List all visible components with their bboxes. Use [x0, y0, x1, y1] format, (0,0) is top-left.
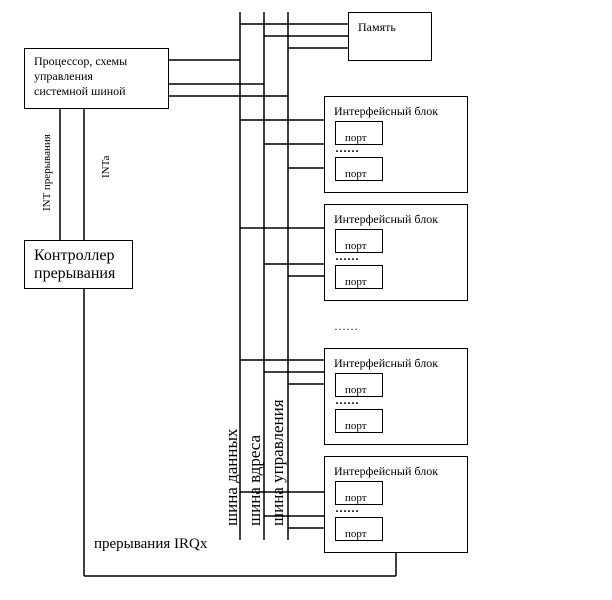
interface-block: Интерфейсный блок порт …… порт [324, 204, 468, 301]
port-box: порт [335, 265, 383, 289]
port-box: порт [335, 517, 383, 541]
port-box: порт [335, 409, 383, 433]
port-box: порт [335, 481, 383, 505]
interface-block: Интерфейсный блок порт …… порт [324, 348, 468, 445]
data-bus-label: шина данных [222, 428, 241, 526]
port-label: порт [345, 132, 367, 144]
memory-block: Память [348, 12, 432, 61]
port-label: порт [345, 528, 367, 540]
processor-block: Процессор, схемы управления системной ши… [24, 48, 169, 109]
port-label: порт [345, 168, 367, 180]
interface-block-title: Интерфейсный блок [334, 104, 439, 118]
interface-block: Интерфейсный блок порт …… порт [324, 96, 468, 193]
more-blocks-ellipsis: …… [334, 319, 358, 333]
port-box: порт [335, 373, 383, 397]
port-label: порт [345, 240, 367, 252]
port-label: порт [345, 384, 367, 396]
control-bus-label: шина управления [268, 399, 287, 526]
port-label: порт [345, 276, 367, 288]
port-label: порт [345, 492, 367, 504]
address-bus-label: шина вдреса [245, 434, 264, 526]
inta-signal-label: INTa [100, 155, 112, 178]
port-box: порт [335, 121, 383, 145]
ellipsis: …… [335, 249, 359, 263]
irq-label: прерывания IRQx [94, 536, 208, 552]
interface-block-title: Интерфейсный блок [334, 464, 439, 478]
interface-block-title: Интерфейсный блок [334, 212, 439, 226]
interface-block: Интерфейсный блок порт …… порт [324, 456, 468, 553]
int-signal-label: INT прерывания [41, 134, 53, 211]
port-box: порт [335, 229, 383, 253]
interrupt-controller-block: Контроллер прерывания [24, 240, 133, 289]
memory-label: Память [358, 20, 396, 34]
interface-block-title: Интерфейсный блок [334, 356, 439, 370]
ellipsis: …… [335, 501, 359, 515]
processor-label: Процессор, схемы управления системной ши… [34, 54, 128, 98]
ellipsis: …… [335, 141, 359, 155]
interrupt-controller-label: Контроллер прерывания [34, 247, 116, 282]
ellipsis: …… [335, 393, 359, 407]
port-label: порт [345, 420, 367, 432]
port-box: порт [335, 157, 383, 181]
